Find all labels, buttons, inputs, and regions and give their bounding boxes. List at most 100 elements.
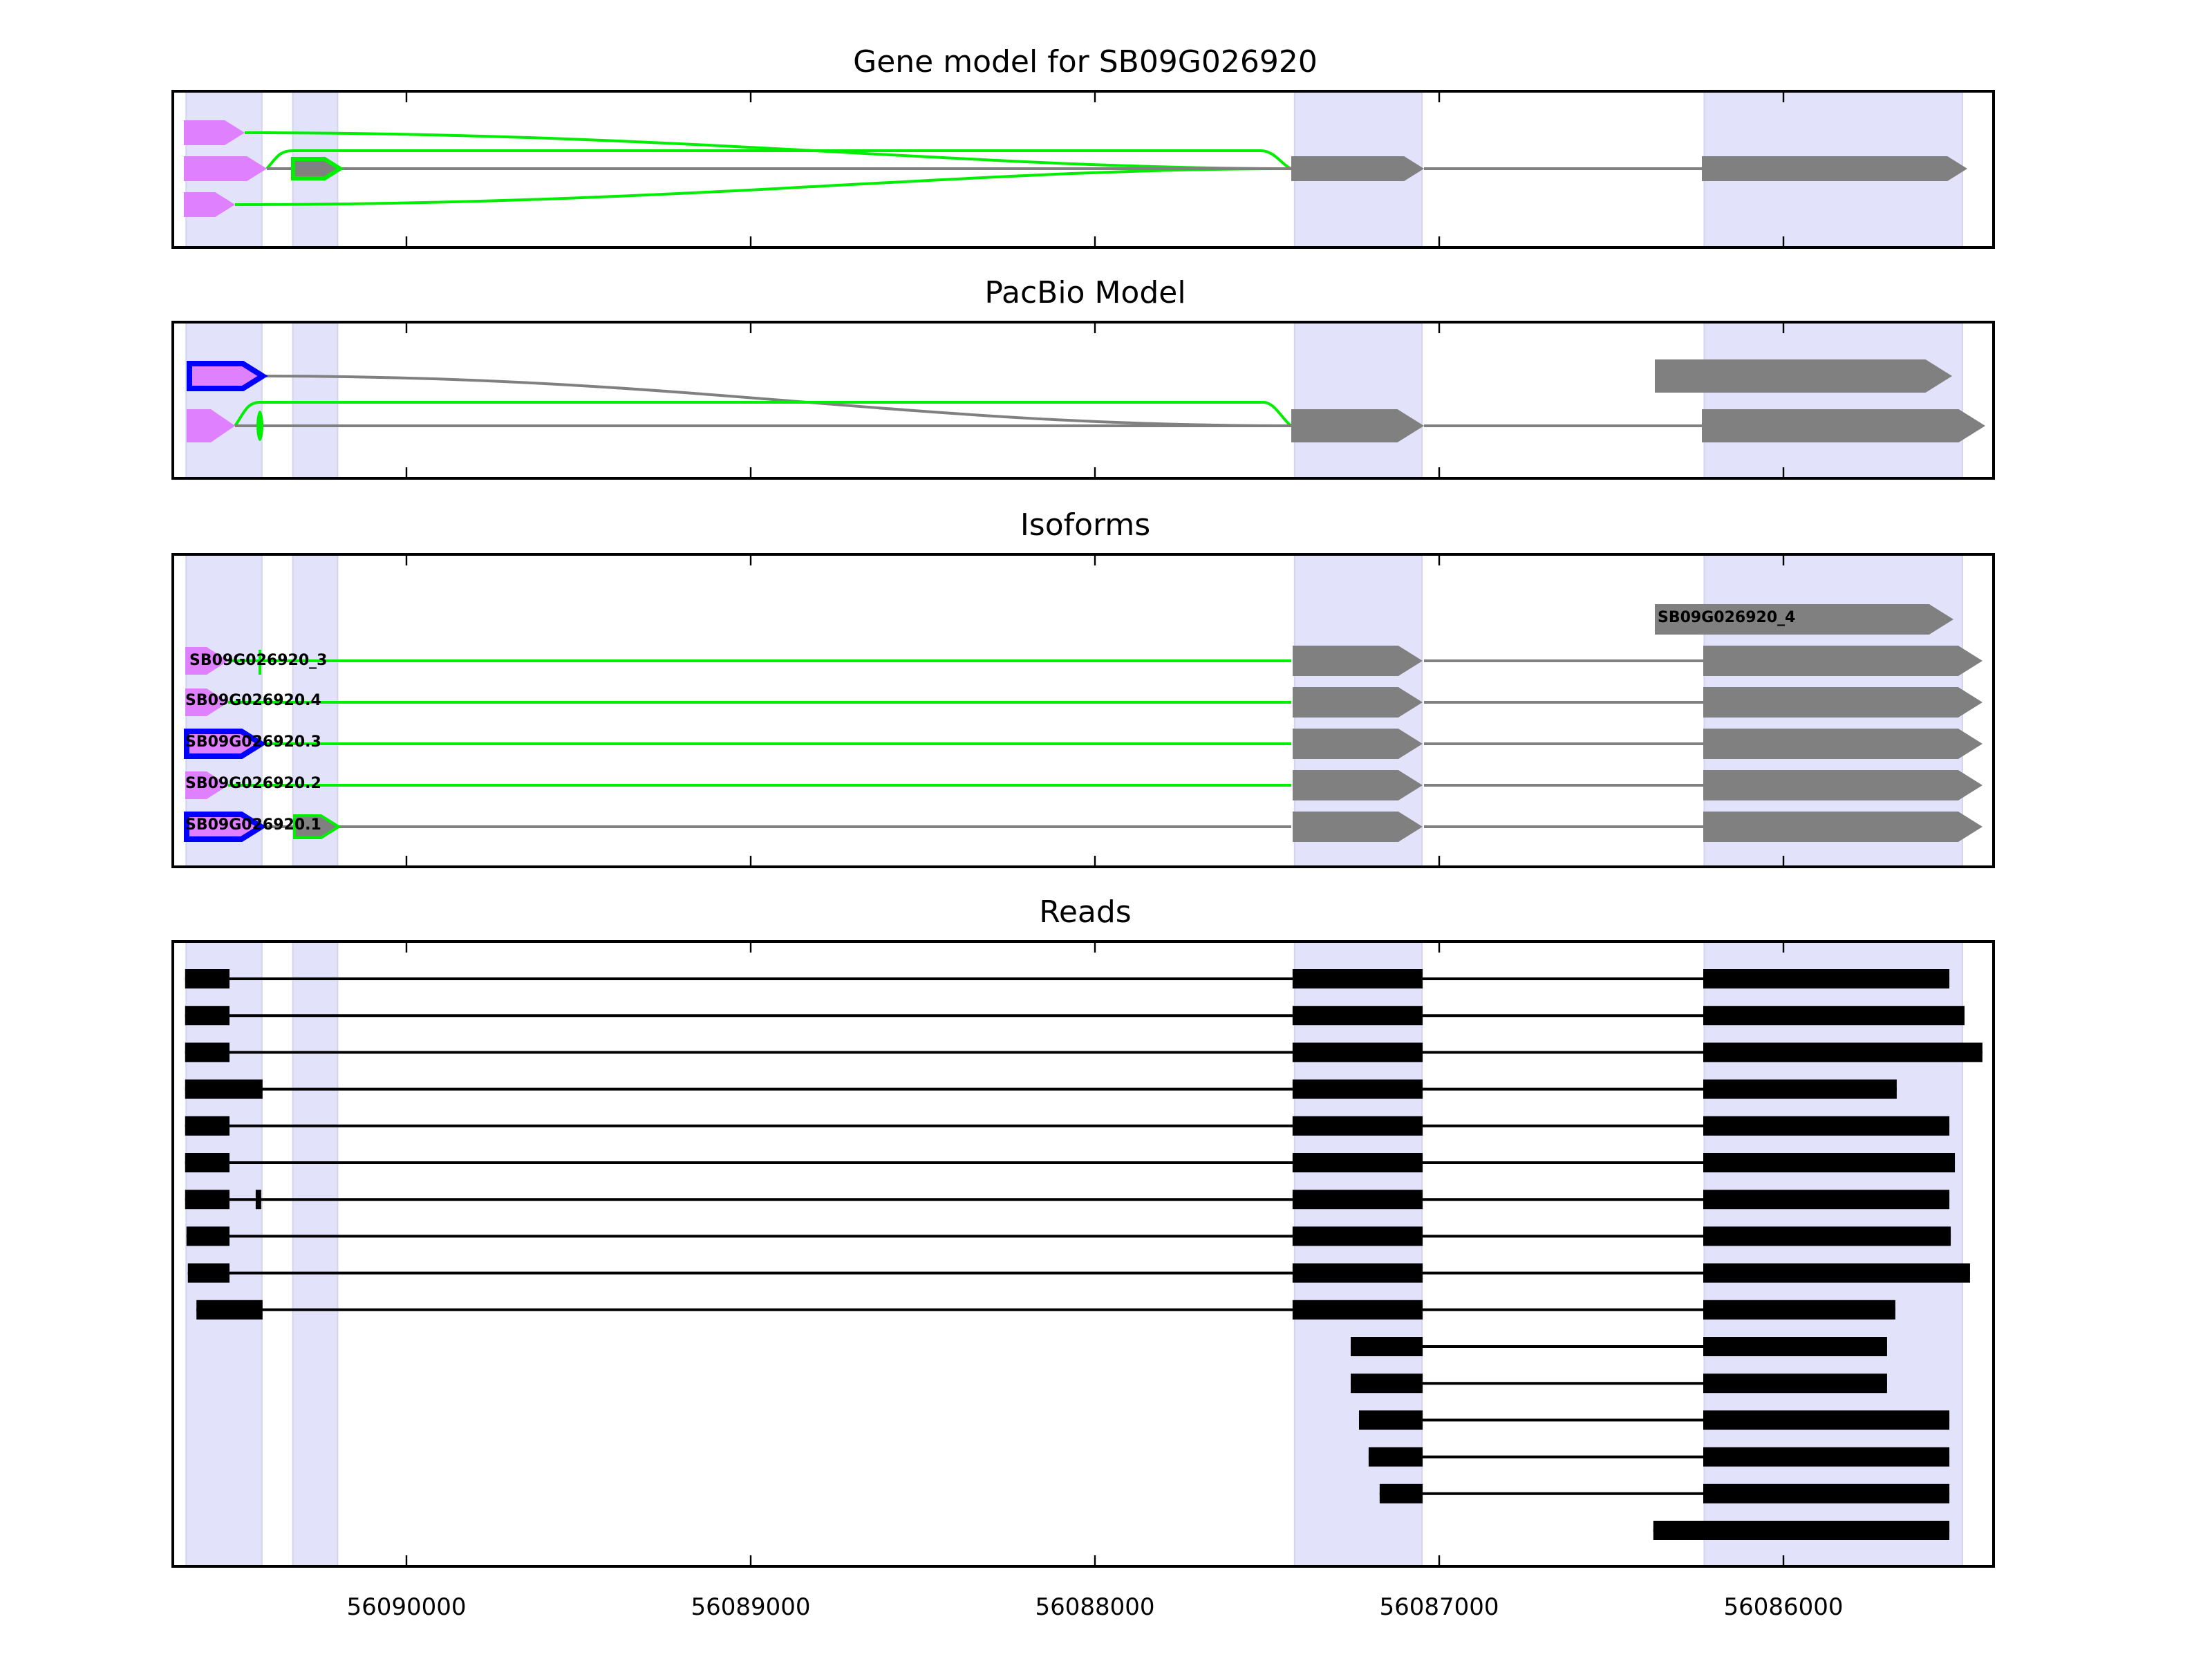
highlight-bands xyxy=(185,91,1963,1567)
cds-exon xyxy=(1293,646,1423,676)
read-exon xyxy=(1292,1042,1423,1062)
highlight-band xyxy=(1293,941,1423,1567)
highlight-band xyxy=(185,321,263,479)
cds-exon xyxy=(1703,812,1983,842)
read-exon xyxy=(196,1300,263,1320)
read-exon xyxy=(185,1079,263,1099)
read-exon xyxy=(185,1042,230,1062)
read-exon xyxy=(1653,1521,1950,1540)
highlight-band xyxy=(292,941,339,1567)
read-exon xyxy=(1703,1042,1983,1062)
read-exon xyxy=(1703,1153,1956,1172)
read-exon xyxy=(186,1226,230,1246)
utr-exon xyxy=(185,771,228,799)
read-exon xyxy=(1292,1006,1423,1026)
read-exon xyxy=(1292,1263,1423,1283)
utr-exon xyxy=(184,120,245,145)
title-gene-model: Gene model for SB09G026920 xyxy=(853,44,1318,79)
read-exon xyxy=(1292,1079,1423,1099)
read-exon xyxy=(185,1116,230,1136)
cds-exon xyxy=(1703,687,1983,718)
read-exon xyxy=(1703,1300,1895,1320)
read-exon xyxy=(1703,1374,1887,1394)
panel-frame xyxy=(171,553,1995,868)
panel-frame xyxy=(171,90,1995,249)
isoform-label: SB09G026920.3 xyxy=(185,733,321,751)
isoform-label: SB09G026920.2 xyxy=(185,775,321,792)
read-exon xyxy=(1703,1410,1950,1430)
x-tick-label: 56086000 xyxy=(1724,1593,1844,1621)
read-exon xyxy=(1703,1116,1950,1136)
read-exon xyxy=(185,1190,230,1210)
read-exon xyxy=(1379,1483,1423,1503)
cds-exon xyxy=(1293,729,1423,759)
read-exon xyxy=(1703,1447,1950,1467)
highlight-band xyxy=(1703,321,1963,479)
x-tick-label: 56088000 xyxy=(1035,1593,1154,1621)
cds-exon xyxy=(1291,156,1424,181)
cds-exon xyxy=(1293,770,1423,800)
utr-exon xyxy=(184,156,267,181)
read-exon xyxy=(255,1190,261,1210)
utr-exon xyxy=(185,647,228,675)
x-tick-label: 56090000 xyxy=(346,1593,466,1621)
x-tick-label: 56087000 xyxy=(1379,1593,1499,1621)
title-pacbio-model: PacBio Model xyxy=(984,275,1185,310)
cds-exon xyxy=(1291,409,1424,442)
read-exon xyxy=(185,1006,230,1026)
read-exon xyxy=(1368,1447,1423,1467)
splice-curve xyxy=(265,149,1292,170)
small-exon xyxy=(256,411,263,441)
read-exon xyxy=(1351,1337,1423,1356)
isoform-label: SB09G026920_4 xyxy=(1658,609,1795,626)
cds-exon xyxy=(1703,646,1983,676)
splice-curve xyxy=(234,401,1293,427)
cds-exon xyxy=(1655,604,1953,635)
read-exon xyxy=(1703,1079,1897,1099)
read-exon xyxy=(1703,1483,1950,1503)
cds-exon xyxy=(1703,770,1983,800)
utr-exon xyxy=(185,688,228,716)
read-exon xyxy=(1703,1190,1950,1210)
read-exon xyxy=(1703,1263,1970,1283)
x-tick-label: 56089000 xyxy=(691,1593,810,1621)
highlight-band xyxy=(1293,321,1423,479)
read-exon xyxy=(1292,1226,1423,1246)
read-exon xyxy=(185,969,230,988)
read-exon xyxy=(1703,969,1950,988)
read-exon xyxy=(1292,969,1423,988)
cds-exon xyxy=(293,814,341,839)
cds-exon xyxy=(1655,359,1952,393)
read-exon xyxy=(1703,1337,1887,1356)
utr-exon xyxy=(184,192,235,217)
read-exon xyxy=(1358,1410,1423,1430)
utr-exon xyxy=(184,812,267,842)
title-reads: Reads xyxy=(1039,894,1131,930)
read-exon xyxy=(1292,1190,1423,1210)
highlight-band xyxy=(1703,941,1963,1567)
read-exon xyxy=(1292,1116,1423,1136)
title-isoforms: Isoforms xyxy=(1020,507,1150,543)
isoform-label: SB09G026920.1 xyxy=(185,816,321,834)
panel-frame xyxy=(171,321,1995,480)
read-exon xyxy=(1292,1153,1423,1172)
cds-exon xyxy=(1702,156,1967,181)
isoform-label: SB09G026920.4 xyxy=(185,692,321,709)
cds-exon xyxy=(1293,812,1423,842)
read-exon xyxy=(1292,1300,1423,1320)
utr-exon xyxy=(187,361,268,391)
isoform-label: SB09G026920_3 xyxy=(189,652,327,669)
read-exon xyxy=(1703,1226,1951,1246)
panel-frame xyxy=(171,940,1995,1568)
highlight-band xyxy=(185,941,263,1567)
cds-exon xyxy=(1702,409,1985,442)
read-exon xyxy=(1351,1374,1423,1394)
cds-exon xyxy=(1703,729,1983,759)
read-exon xyxy=(1703,1006,1965,1026)
cds-exon xyxy=(1293,687,1423,718)
cds-exon xyxy=(291,157,344,180)
read-exon xyxy=(185,1153,230,1172)
utr-exon xyxy=(187,409,235,442)
utr-exon xyxy=(184,729,267,759)
